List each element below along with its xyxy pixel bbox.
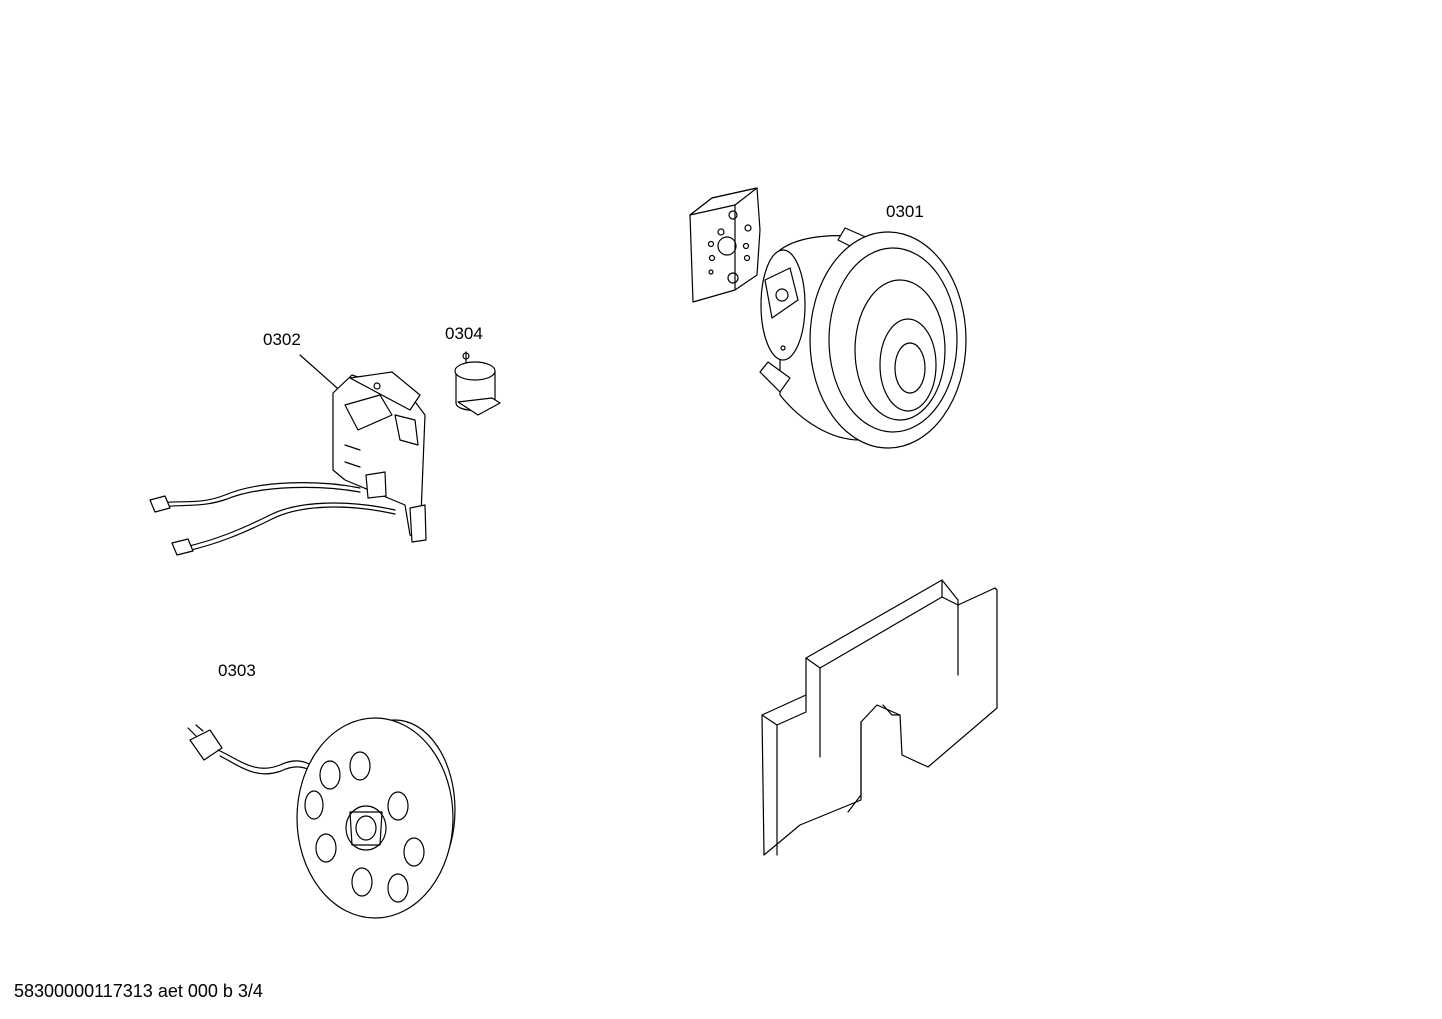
part-label-0302: 0302 (263, 330, 301, 349)
switch-assembly-part (149, 354, 427, 556)
motor-housing (759, 227, 967, 449)
motor-mounting-plate (689, 187, 761, 303)
part-label-0304: 0304 (445, 324, 483, 343)
part-label-0303: 0303 (218, 661, 256, 680)
insulation-block-part (761, 579, 998, 856)
motor-part (689, 187, 967, 449)
suppressor-part (454, 351, 501, 416)
part-label-0301: 0301 (886, 202, 924, 221)
cable-reel-part (187, 717, 456, 919)
document-code: 58300000117313 aet 000 b 3/4 (14, 981, 263, 1001)
